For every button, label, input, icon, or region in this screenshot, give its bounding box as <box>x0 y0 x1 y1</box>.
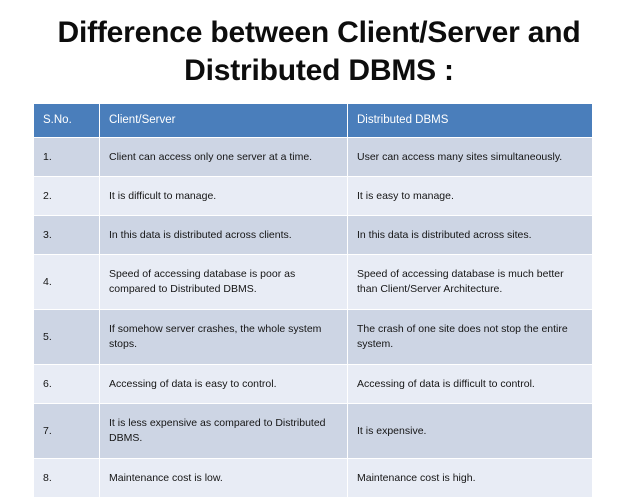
table-row: 7. It is less expensive as compared to D… <box>33 403 593 459</box>
table-header: S.No. Client/Server Distributed DBMS <box>33 103 593 138</box>
cell-sno: 2. <box>33 176 100 216</box>
table-header-row: S.No. Client/Server Distributed DBMS <box>33 103 593 138</box>
cell-sno: 5. <box>33 309 100 365</box>
cell-client-server: It is difficult to manage. <box>99 176 348 216</box>
cell-sno: 4. <box>33 254 100 310</box>
cell-client-server: In this data is distributed across clien… <box>99 215 348 255</box>
table-row: 3. In this data is distributed across cl… <box>33 215 593 255</box>
comparison-table: S.No. Client/Server Distributed DBMS 1. … <box>33 103 593 498</box>
cell-sno: 8. <box>33 458 100 498</box>
cell-distributed-dbms: It is easy to manage. <box>347 176 593 216</box>
cell-distributed-dbms: User can access many sites simultaneousl… <box>347 137 593 177</box>
table-row: 5. If somehow server crashes, the whole … <box>33 309 593 365</box>
cell-sno: 1. <box>33 137 100 177</box>
table-row: 8. Maintenance cost is low. Maintenance … <box>33 458 593 498</box>
table-row: 6. Accessing of data is easy to control.… <box>33 364 593 404</box>
cell-client-server: Speed of accessing database is poor as c… <box>99 254 348 310</box>
cell-distributed-dbms: It is expensive. <box>347 403 593 459</box>
cell-distributed-dbms: Maintenance cost is high. <box>347 458 593 498</box>
page-title-line-1: Difference between Client/Server and <box>57 16 581 49</box>
cell-client-server: Accessing of data is easy to control. <box>99 364 348 404</box>
table-row: 4. Speed of accessing database is poor a… <box>33 254 593 310</box>
cell-sno: 3. <box>33 215 100 255</box>
table-row: 2. It is difficult to manage. It is easy… <box>33 176 593 216</box>
table-body: 1. Client can access only one server at … <box>33 137 593 498</box>
cell-distributed-dbms: Accessing of data is difficult to contro… <box>347 364 593 404</box>
cell-client-server: It is less expensive as compared to Dist… <box>99 403 348 459</box>
cell-distributed-dbms: In this data is distributed across sites… <box>347 215 593 255</box>
cell-client-server: If somehow server crashes, the whole sys… <box>99 309 348 365</box>
cell-sno: 6. <box>33 364 100 404</box>
table-row: 1. Client can access only one server at … <box>33 137 593 177</box>
page-title-line-2: Distributed DBMS : <box>184 54 454 87</box>
cell-sno: 7. <box>33 403 100 459</box>
cell-distributed-dbms: Speed of accessing database is much bett… <box>347 254 593 310</box>
slide-canvas: Difference between Client/Server and Dis… <box>20 14 618 498</box>
cell-client-server: Client can access only one server at a t… <box>99 137 348 177</box>
column-header-sno: S.No. <box>33 103 100 138</box>
column-header-client-server: Client/Server <box>99 103 348 138</box>
page-title: Difference between Client/Server and Dis… <box>20 14 618 90</box>
cell-distributed-dbms: The crash of one site does not stop the … <box>347 309 593 365</box>
column-header-distributed-dbms: Distributed DBMS <box>347 103 593 138</box>
cell-client-server: Maintenance cost is low. <box>99 458 348 498</box>
